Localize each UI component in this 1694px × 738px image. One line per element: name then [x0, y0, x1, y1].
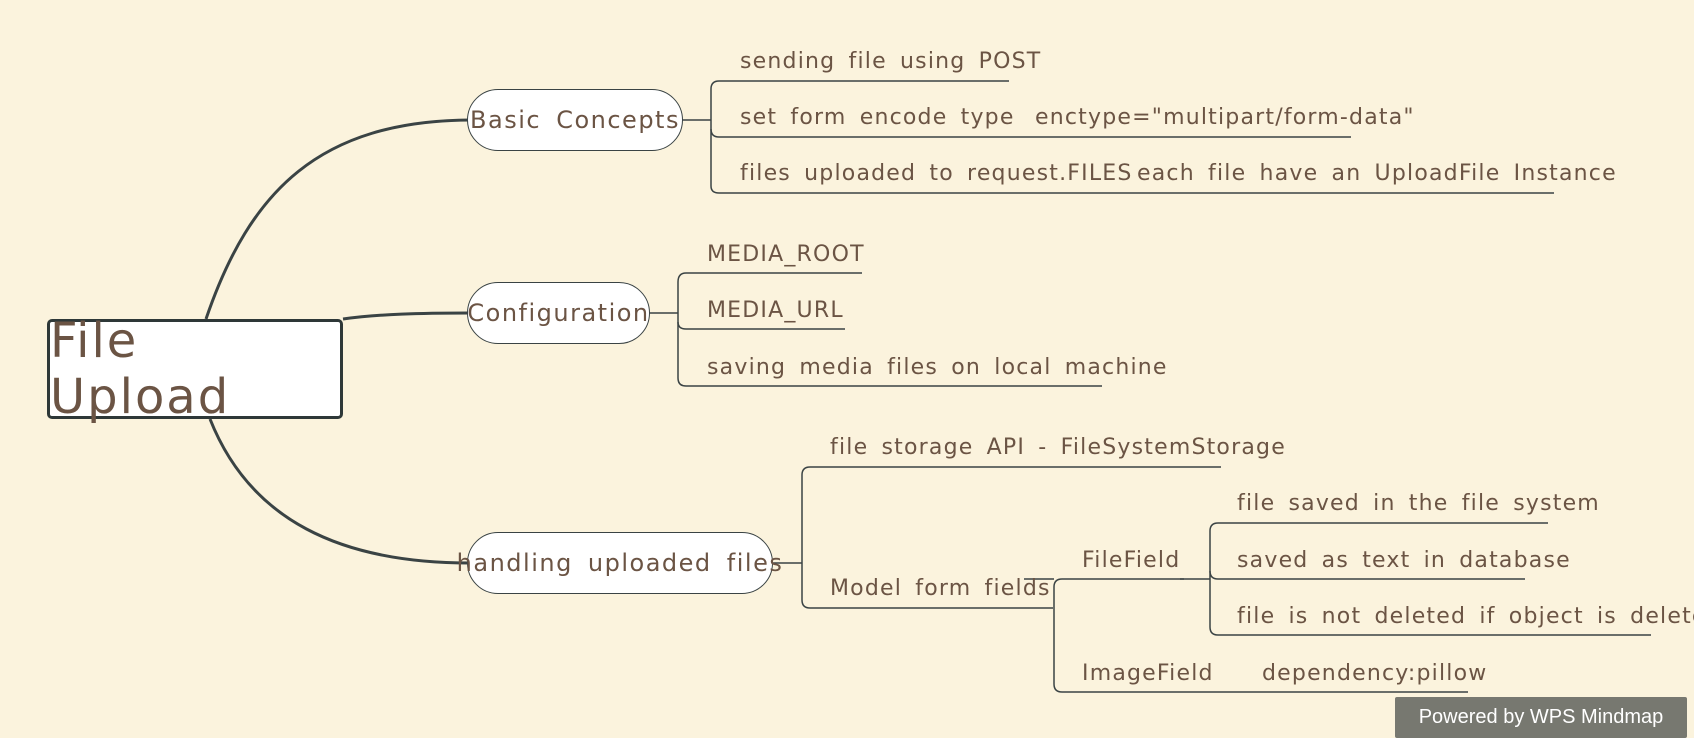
branch-handling-uploaded-files[interactable]: handling uploaded files: [457, 532, 782, 594]
node-dependency-pillow[interactable]: dependency:pillow: [1262, 661, 1488, 686]
node-file-storage-api[interactable]: file storage API - FileSystemStorage: [830, 435, 1286, 460]
node-filefield[interactable]: FileField: [1082, 548, 1181, 573]
node-enctype-multipart[interactable]: enctype="multipart/form-data": [1035, 105, 1415, 130]
node-model-form-fields[interactable]: Model form fields: [830, 576, 1051, 601]
node-sending-file-using-post[interactable]: sending file using POST: [740, 49, 1042, 74]
root-node[interactable]: File Upload: [47, 313, 343, 425]
node-file-saved-in-file-system[interactable]: file saved in the file system: [1237, 491, 1600, 516]
connectors-basic-concepts: [682, 80, 1554, 194]
node-media-root[interactable]: MEDIA_ROOT: [707, 242, 865, 267]
node-imagefield[interactable]: ImageField: [1082, 661, 1214, 686]
node-uploadfile-instance[interactable]: each file have an UploadFile Instance: [1137, 161, 1617, 186]
branch-configuration[interactable]: Configuration: [467, 282, 650, 344]
node-saved-as-text-in-database[interactable]: saved as text in database: [1237, 548, 1571, 573]
node-saving-media-files[interactable]: saving media files on local machine: [707, 355, 1168, 380]
connector-root-handling: [208, 418, 471, 565]
connector-root-basic-concepts: [204, 118, 471, 320]
node-media-url[interactable]: MEDIA_URL: [707, 298, 844, 323]
powered-by-badge[interactable]: Powered by WPS Mindmap: [1395, 697, 1687, 738]
connectors-handling: [772, 466, 1651, 693]
node-set-form-encode-type[interactable]: set form encode type: [740, 105, 1015, 130]
node-file-not-deleted[interactable]: file is not deleted if object is deleted: [1237, 604, 1694, 629]
branch-basic-concepts[interactable]: Basic Concepts: [467, 89, 683, 151]
connector-root-configuration: [342, 311, 471, 321]
node-files-uploaded-to-request-files[interactable]: files uploaded to request.FILES: [740, 161, 1133, 186]
connectors-configuration: [649, 272, 1102, 387]
